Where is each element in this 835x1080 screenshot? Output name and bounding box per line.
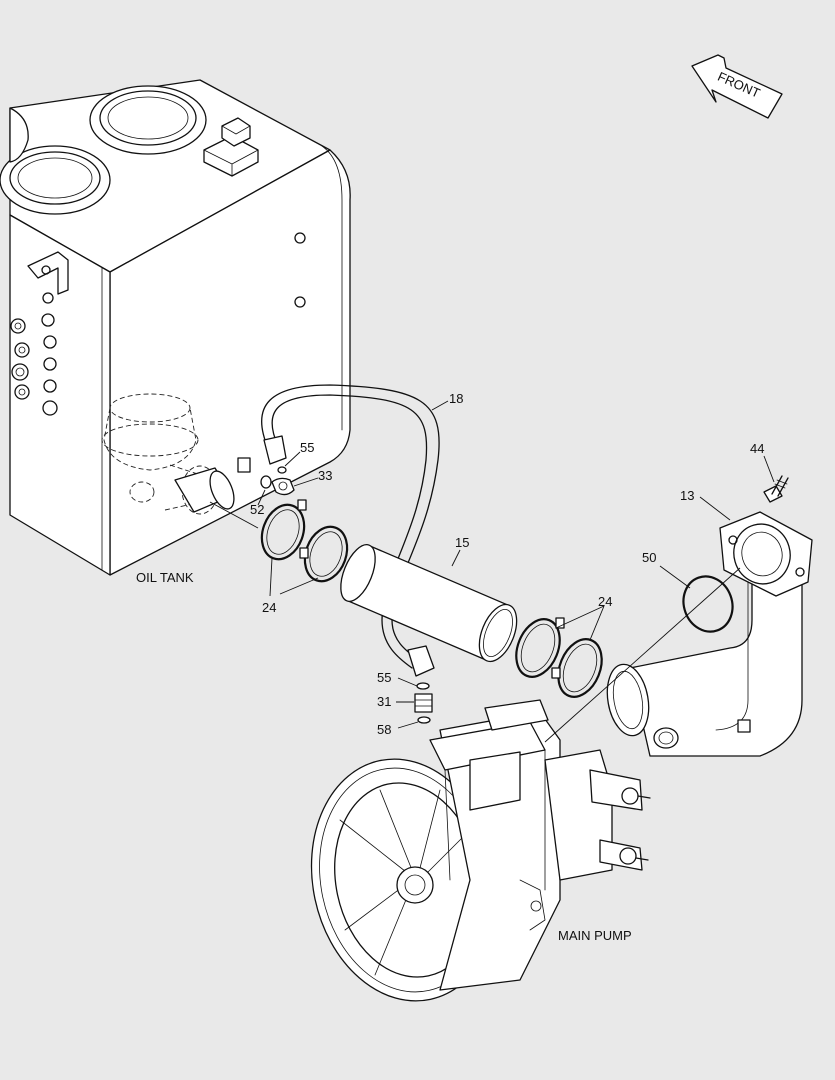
callout-58: 58 [377,722,391,737]
tank-suction-port [0,145,111,215]
oring-58 [417,716,431,724]
main-pump [310,699,651,1002]
hose-clamp-24-left-b [299,525,349,583]
hose-clamp-24-right-a [515,617,565,678]
pump-regulator [544,749,651,881]
oil-tank [0,79,351,576]
callout-55-lower: 55 [377,670,391,685]
callout-24-right: 24 [598,594,612,609]
oring-55-lower [416,682,430,690]
hose-clamp-24-right-b [551,638,603,698]
suction-pipe-13 [606,511,813,757]
oring-50 [682,575,734,633]
callout-31: 31 [377,694,391,709]
connector-31 [414,693,433,713]
tank-bracket [27,251,69,295]
adapter-fitting [237,457,251,473]
callout-50: 50 [642,550,656,565]
leader-lines [209,400,775,743]
front-arrow-icon: FRONT [691,54,783,119]
callout-44: 44 [750,441,764,456]
label-oil-tank: OIL TANK [136,570,194,585]
tank-outlet-stub [174,467,235,513]
callout-55-upper: 55 [300,440,314,455]
oring-55-upper [277,466,287,474]
elbow-33 [271,477,295,496]
suction-hose-15 [340,544,518,663]
callout-13: 13 [680,488,694,503]
bolt-44 [763,475,789,503]
tank-filler-port [89,85,207,155]
tank-gauge-fittings [10,292,58,416]
callout-15: 15 [455,535,469,550]
callout-18: 18 [449,391,463,406]
callout-52: 52 [250,502,264,517]
callout-33: 33 [318,468,332,483]
hose-clamp-24-left-a [260,499,307,561]
tank-breather [203,117,259,177]
callout-24-left: 24 [262,600,276,615]
oring-52 [260,475,272,489]
label-main-pump: MAIN PUMP [558,928,632,943]
